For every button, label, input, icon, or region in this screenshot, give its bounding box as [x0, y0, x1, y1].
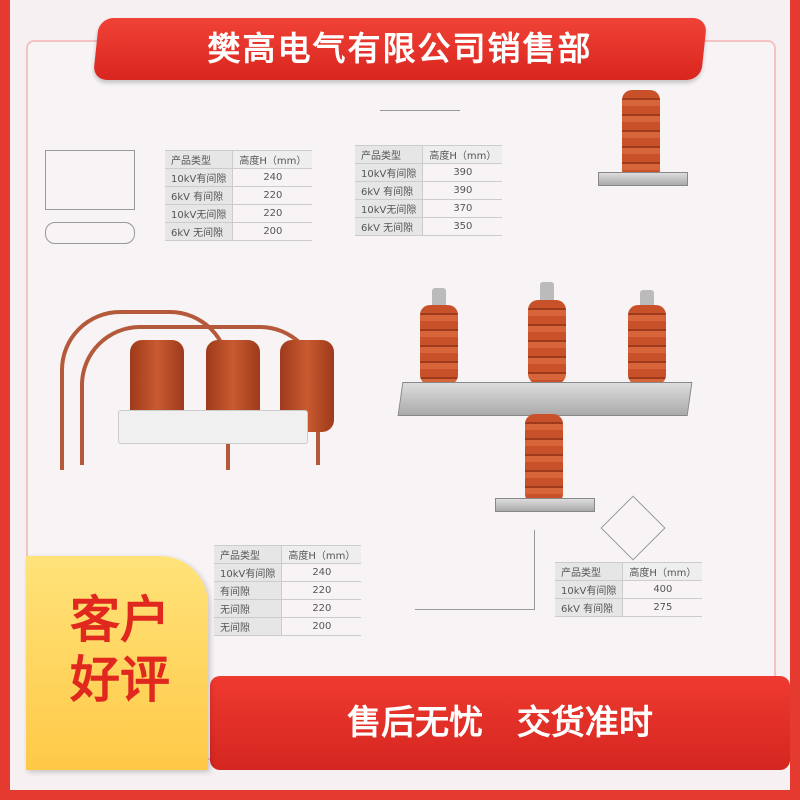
- table-cell: 370: [422, 199, 503, 218]
- table-cell: 10kV有间隙: [355, 163, 424, 182]
- table-row: 产品类型高度H（mm）: [165, 150, 313, 169]
- table-cell: 无间隙: [214, 617, 283, 636]
- table-cell: 高度H（mm）: [281, 545, 362, 564]
- bracket-top-right: [598, 172, 688, 186]
- table-cell: 高度H（mm）: [622, 562, 703, 581]
- badge-line-1: 客户: [70, 591, 170, 649]
- table-row: 产品类型高度H（mm）: [214, 545, 362, 564]
- table-cell: 高度H（mm）: [232, 150, 313, 169]
- table-cell: 10kV有间隙: [555, 580, 624, 599]
- table-cell: 10kV有间隙: [214, 563, 283, 582]
- table-cell: 产品类型: [555, 562, 624, 581]
- table-cell: 200: [232, 222, 313, 241]
- table-cell: 6kV 有间隙: [165, 186, 234, 205]
- arrester-top-right: [622, 90, 660, 180]
- dimension-sketch-top-center: [380, 110, 460, 124]
- table-row: 产品类型高度H（mm）: [555, 562, 703, 581]
- slogan-bar: [210, 676, 790, 770]
- table-cell: 220: [281, 599, 362, 618]
- table-cell: 产品类型: [214, 545, 283, 564]
- company-title: 樊高电气有限公司销售部: [207, 29, 593, 68]
- cap-1: [432, 288, 446, 308]
- dimension-sketch-top-left: [45, 150, 135, 210]
- table-cell: 350: [422, 217, 503, 236]
- arrester-2: [528, 300, 566, 384]
- table-cell: 产品类型: [355, 145, 424, 164]
- table-cell: 275: [622, 598, 703, 617]
- dimension-sketch-center: [415, 530, 535, 610]
- table-cell: 有间隙: [214, 581, 283, 600]
- arrester-3: [628, 305, 666, 385]
- arrester-1: [420, 305, 458, 385]
- table-cell: 390: [422, 181, 503, 200]
- table-cell: 200: [281, 617, 362, 636]
- table-row: 产品类型高度H（mm）: [355, 145, 503, 164]
- table-cell: 6kV 无间隙: [355, 217, 424, 236]
- table-cell: 无间隙: [214, 599, 283, 618]
- table-cell: 220: [232, 204, 313, 223]
- table-cell: 220: [232, 186, 313, 205]
- badge-line-2: 好评: [70, 651, 170, 709]
- table-cell: 240: [232, 168, 313, 187]
- table-cell: 10kV无间隙: [355, 199, 424, 218]
- table-cell: 产品类型: [165, 150, 234, 169]
- table-cell: 220: [281, 581, 362, 600]
- arrester-base: [118, 410, 308, 444]
- review-badge-text: 客户 好评: [40, 590, 200, 710]
- crossbar: [397, 382, 693, 416]
- table-cell: 10kV有间隙: [165, 168, 234, 187]
- slogan-text: 售后无忧 交货准时: [347, 703, 653, 743]
- review-badge: [26, 556, 208, 770]
- dimension-sketch-top-left-bottom: [45, 222, 135, 244]
- table-cell: 6kV 无间隙: [165, 222, 234, 241]
- table-cell: 240: [281, 563, 362, 582]
- table-cell: 400: [622, 580, 703, 599]
- arrester-center-lower: [525, 414, 563, 504]
- table-cell: 10kV无间隙: [165, 204, 234, 223]
- dimension-sketch-bottom-left: [75, 500, 155, 560]
- table-cell: 高度H（mm）: [422, 145, 503, 164]
- cap-2: [540, 282, 554, 302]
- table-cell: 6kV 有间隙: [555, 598, 624, 617]
- table-cell: 6kV 有间隙: [355, 181, 424, 200]
- table-cell: 390: [422, 163, 503, 182]
- mount-plate: [495, 498, 595, 512]
